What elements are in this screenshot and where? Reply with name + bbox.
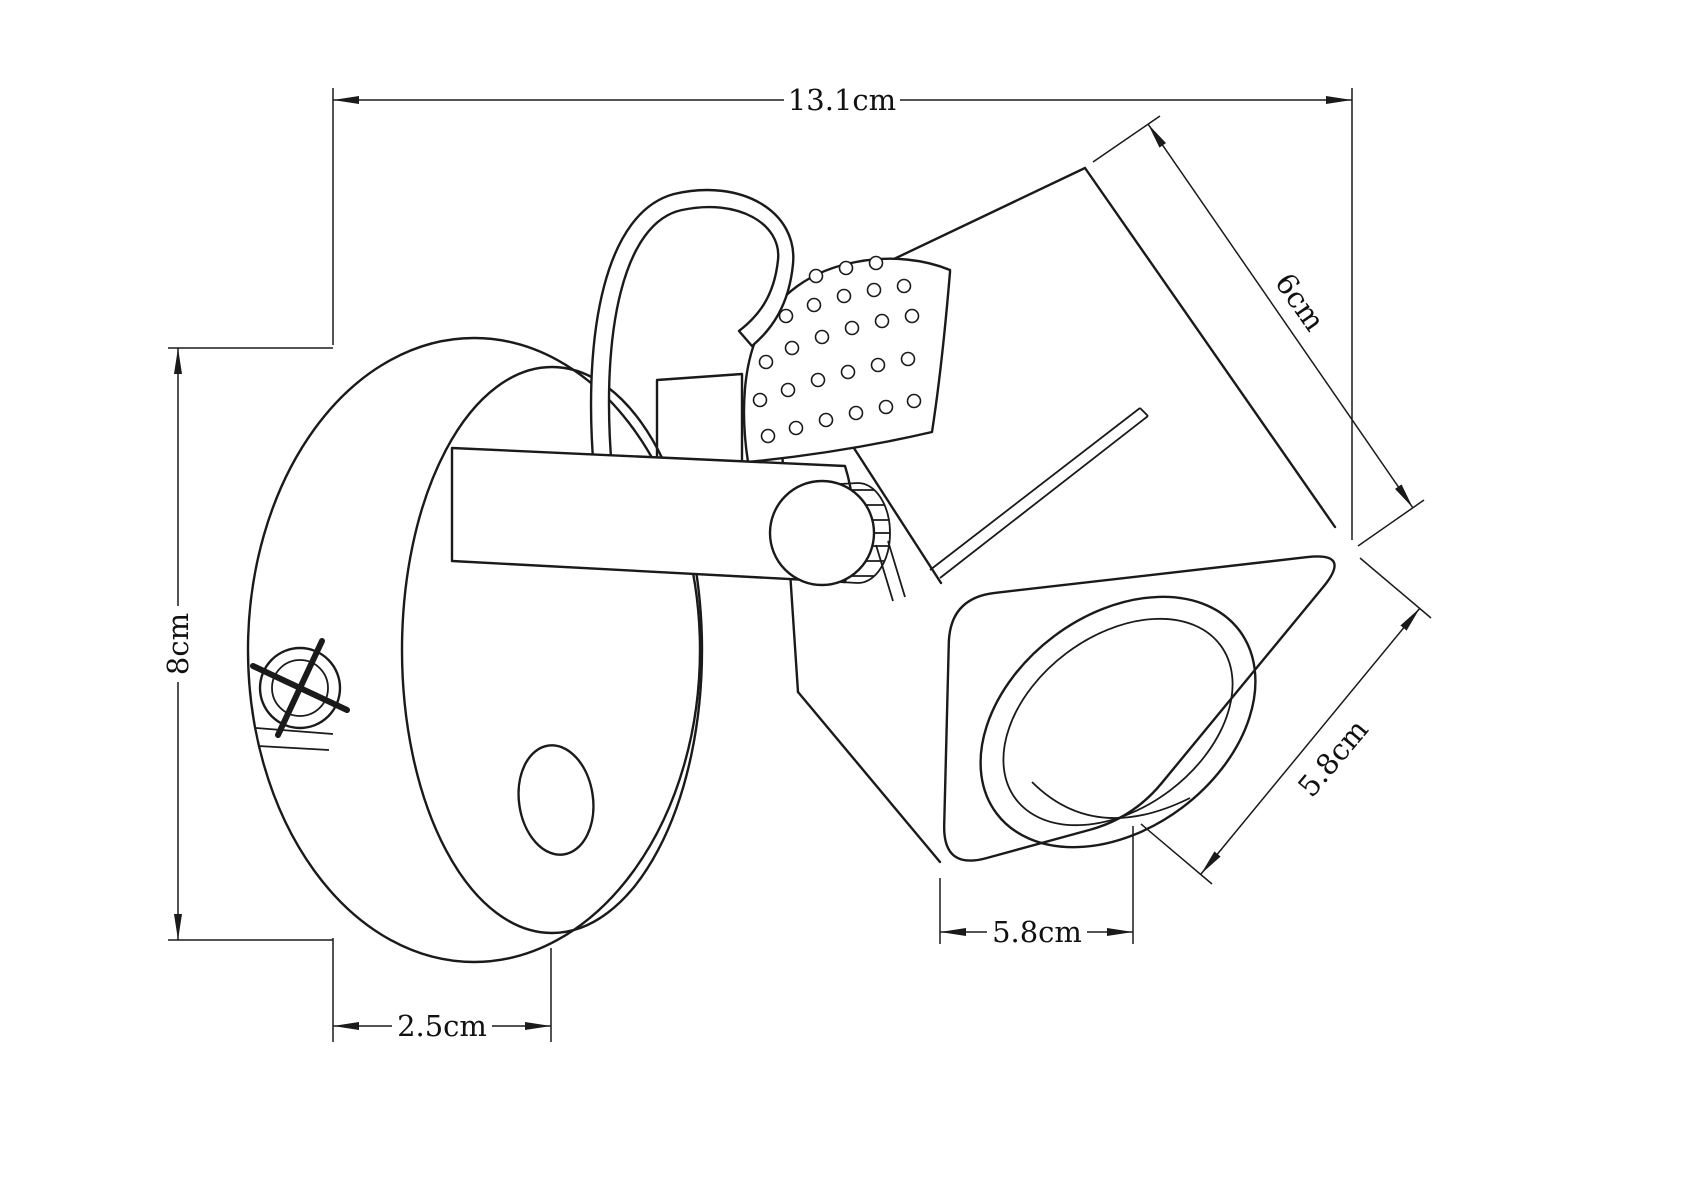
dimension-total-width: 13.1cm: [332, 83, 1353, 540]
head-bottom-left-edge: [796, 690, 942, 864]
mounting-screw: [250, 638, 350, 738]
knob-face: [768, 479, 876, 587]
base-front-face: [400, 365, 704, 935]
cable-loop: [589, 188, 795, 474]
extension-line: [1092, 115, 1425, 547]
base-seam-line: [255, 727, 334, 751]
dimension-head-face-bottom: 5.8cm: [939, 826, 1134, 949]
mounting-stem: [655, 372, 744, 472]
label-backing: [392, 1010, 492, 1042]
reflector-arc: [1031, 781, 1191, 819]
head-shell-seam: [929, 407, 1149, 579]
dimension-label-base-thickness: 2.5cm: [397, 1009, 487, 1043]
adjustment-knob: [768, 479, 891, 587]
power-cable: [589, 188, 795, 474]
label-backing: [1288, 709, 1378, 807]
phillips-cross-icon: [250, 638, 350, 738]
dimension-base-height: 8cm: [161, 347, 333, 941]
dimension-line: [1200, 607, 1421, 875]
extension-line: [168, 347, 333, 941]
dimension-line: [1147, 123, 1414, 509]
dimension-label-total-width: 13.1cm: [788, 83, 896, 117]
head-right-top-edge: [1083, 166, 1337, 529]
base-button: [517, 744, 595, 856]
knob-knurling: [851, 489, 890, 577]
base-rim-outline: [246, 336, 702, 964]
dimension-base-thickness: 2.5cm: [332, 938, 552, 1043]
head-side-notch: [875, 540, 906, 602]
dimension-label-face-bottom: 5.8cm: [992, 915, 1082, 949]
dimension-label-base-height: 8cm: [161, 613, 195, 675]
perforation-holes: [752, 255, 922, 444]
label-backing: [987, 916, 1087, 948]
knob-side-edges: [839, 482, 859, 584]
label-backing: [162, 606, 194, 682]
base-plate: [246, 336, 704, 964]
dimension-label-face-side: 5.8cm: [1291, 713, 1375, 804]
dimension-head-depth: 6cm: [1092, 115, 1425, 547]
label-backing: [784, 83, 900, 117]
label-backing: [1266, 263, 1334, 341]
